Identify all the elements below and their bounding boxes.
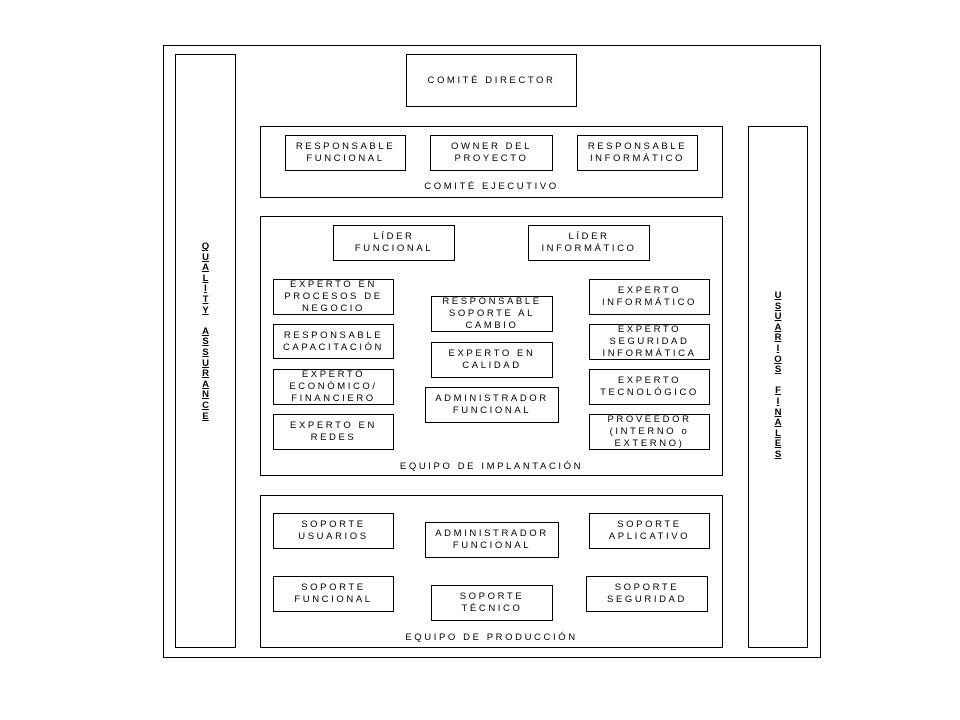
quality-assurance-letter: U (202, 251, 209, 263)
responsable-funcional-node: RESPONSABLE FUNCIONAL (285, 135, 406, 171)
quality-assurance-letter: E (202, 410, 209, 422)
equipo-implantacion-caption: EQUIPO DE IMPLANTACIÓN (399, 461, 584, 472)
usuarios-finales-letter: E (774, 438, 782, 450)
usuarios-finales-letter: I (776, 342, 780, 354)
proveedor-node: PROVEEDOR (INTERNO o EXTERNO) (589, 414, 710, 450)
soporte-aplicativo-node: SOPORTE APLICATIVO (589, 513, 710, 549)
responsable-capacitacion-node: RESPONSABLE CAPACITACIÓN (273, 324, 394, 359)
quality-assurance-letter: I (204, 283, 207, 295)
responsable-informatico-node: RESPONSABLE INFORMÁTICO (577, 135, 698, 171)
soporte-funcional-node: SOPORTE FUNCIONAL (273, 576, 394, 612)
usuarios-finales-letter: N (774, 406, 782, 418)
usuarios-finales-letter: F (775, 385, 781, 397)
usuarios-finales-letter: A (774, 417, 782, 429)
comite-director-node: COMITÉ DIRECTOR (406, 54, 577, 107)
quality-assurance-letter: S (202, 346, 209, 358)
responsable-soporte-cambio-node: RESPONSABLE SOPORTE AL CAMBIO (431, 296, 553, 332)
lider-informatico-node: LÍDER INFORMÁTICO (528, 225, 650, 261)
experto-seguridad-node: EXPERTO SEGURIDAD INFORMÁTICA (589, 324, 710, 360)
experto-economico-node: EXPERTO ECONÓMICO/ FINANCIERO (273, 369, 394, 405)
quality-assurance-letter: S (202, 336, 209, 348)
usuarios-finales-letter: O (774, 353, 782, 365)
usuarios-finales-letter: S (774, 448, 782, 460)
experto-tecnologico-node: EXPERTO TECNOLÓGICO (589, 369, 710, 405)
quality-assurance-letter: N (202, 389, 209, 401)
quality-assurance-letter: U (202, 357, 209, 369)
soporte-seguridad-node: SOPORTE SEGURIDAD (586, 576, 708, 612)
quality-assurance-letter: C (202, 399, 209, 411)
quality-assurance-letter: Q (201, 241, 210, 252)
quality-assurance-letter: A (202, 325, 209, 337)
administrador-funcional-produccion-node: ADMINISTRADOR FUNCIONAL (425, 522, 559, 558)
soporte-tecnico-node: SOPORTE TÉCNICO (431, 585, 553, 621)
quality-assurance-column (175, 54, 236, 648)
usuarios-finales-column (748, 126, 808, 648)
usuarios-finales-letter: S (774, 300, 782, 312)
usuarios-finales-letter: I (776, 395, 780, 407)
experto-calidad-node: EXPERTO EN CALIDAD (431, 342, 553, 378)
experto-procesos-node: EXPERTO EN PROCESOS DE NEGOCIO (273, 279, 394, 315)
quality-assurance-letter: A (202, 378, 209, 390)
soporte-usuarios-node: SOPORTE USUARIOS (273, 513, 394, 549)
quality-assurance-letter: L (202, 272, 209, 284)
administrador-funcional-node: ADMINISTRADOR FUNCIONAL (425, 387, 559, 423)
usuarios-finales-letter: A (774, 321, 782, 333)
quality-assurance-letter: A (202, 262, 209, 274)
lider-funcional-node: LÍDER FUNCIONAL (333, 225, 455, 261)
usuarios-finales-letter: U (774, 290, 782, 301)
comite-ejecutivo-caption: COMITÉ EJECUTIVO (424, 181, 559, 192)
equipo-produccion-caption: EQUIPO DE PRODUCCIÓN (405, 632, 578, 643)
experto-redes-node: EXPERTO EN REDES (273, 414, 394, 450)
quality-assurance-letter: Y (202, 304, 209, 316)
quality-assurance-letter: T (202, 293, 209, 305)
usuarios-finales-letter: U (774, 311, 782, 323)
usuarios-finales-letter: L (775, 427, 781, 439)
usuarios-finales-letter: S (774, 364, 782, 376)
quality-assurance-letter: R (202, 368, 209, 380)
experto-informatico-node: EXPERTO INFORMÁTICO (589, 279, 710, 315)
owner-proyecto-node: OWNER DEL PROYECTO (430, 135, 553, 171)
usuarios-finales-letter: R (774, 332, 782, 344)
